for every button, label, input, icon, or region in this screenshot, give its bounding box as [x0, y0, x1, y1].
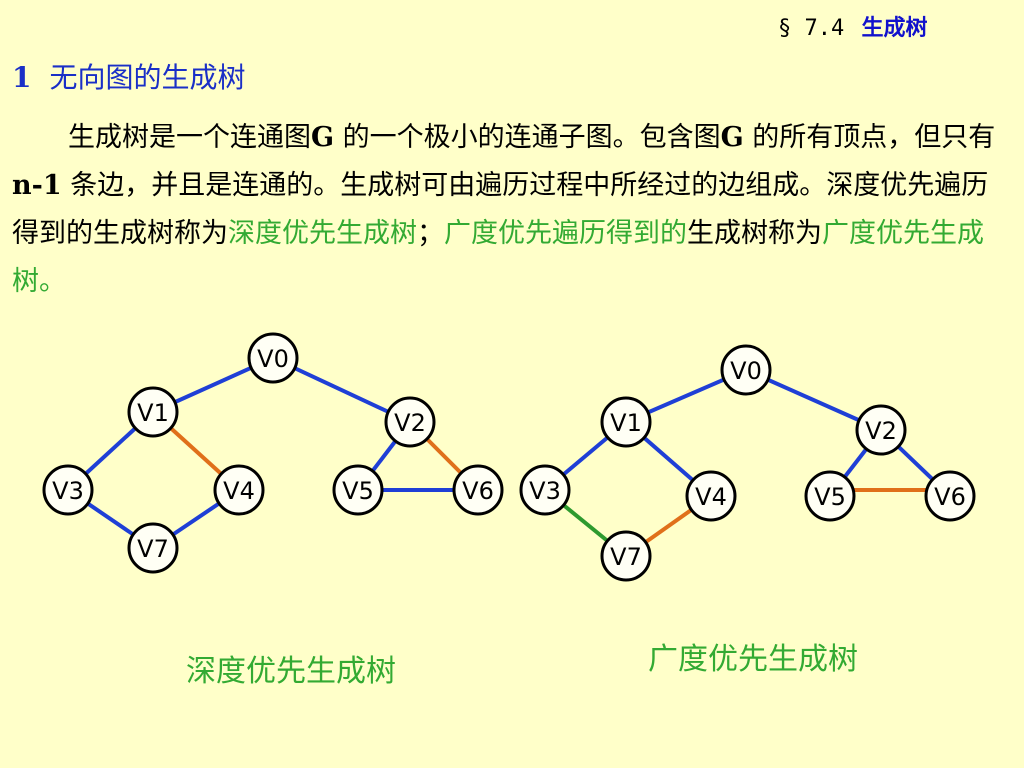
- node-label: V0: [730, 357, 762, 385]
- dfs-term: 深度优先生成树: [228, 218, 417, 249]
- node-label: V5: [342, 477, 374, 505]
- node-v4: V4: [685, 470, 737, 522]
- node-v5: V5: [804, 470, 856, 522]
- dfs-graph: V0 V1 V2 V3 V4 V5 V6 V7: [42, 332, 504, 574]
- node-v6: V6: [924, 470, 976, 522]
- section-number: § 7.4: [778, 16, 845, 41]
- node-label: V6: [462, 477, 494, 505]
- bfs-phrase: 广度优先遍历得到的: [444, 218, 687, 249]
- node-v2: V2: [855, 404, 907, 456]
- node-label: V6: [934, 483, 966, 511]
- section-header: § 7.4 生成树: [778, 10, 928, 42]
- graph-symbol: G: [720, 122, 744, 153]
- node-label: V4: [695, 483, 727, 511]
- node-v0: V0: [720, 344, 772, 396]
- node-label: V1: [137, 399, 169, 427]
- paragraph-text: ；: [417, 218, 444, 249]
- paragraph-text: 生成树称为: [687, 218, 822, 249]
- paragraph-text: 生成树是一个连通图: [68, 122, 311, 153]
- node-v0: V0: [247, 332, 299, 384]
- spanning-tree-diagrams: V0 V1 V2 V3 V4 V5 V6 V7 V0 V1 V2 V3 V4 V…: [42, 332, 976, 582]
- dfs-caption: 深度优先生成树: [186, 654, 396, 689]
- definition-paragraph: 生成树是一个连通图G 的一个极小的连通子图。包含图G 的所有顶点，但只有n-1 …: [12, 114, 1010, 306]
- bfs-graph: V0 V1 V2 V3 V4 V5 V6 V7: [519, 344, 976, 582]
- node-label: V5: [814, 483, 846, 511]
- node-label: V3: [529, 477, 561, 505]
- node-label: V2: [394, 409, 426, 437]
- node-v7: V7: [600, 530, 652, 582]
- node-v3: V3: [519, 464, 571, 516]
- node-v1: V1: [127, 386, 179, 438]
- node-label: V7: [137, 535, 169, 563]
- heading-number: 1: [12, 61, 32, 94]
- paragraph-text: 的所有顶点，但只有: [743, 122, 996, 153]
- node-v3: V3: [42, 464, 94, 516]
- node-label: V0: [257, 345, 289, 373]
- edge-count-symbol: n-1: [12, 170, 62, 201]
- node-v2: V2: [384, 396, 436, 448]
- node-label: V7: [610, 543, 642, 571]
- node-label: V4: [223, 477, 255, 505]
- node-label: V2: [865, 417, 897, 445]
- bfs-term: 广度优先生成树。: [12, 218, 984, 297]
- node-v7: V7: [127, 522, 179, 574]
- node-v6: V6: [452, 464, 504, 516]
- node-v4: V4: [213, 464, 265, 516]
- graph-symbol: G: [311, 122, 335, 153]
- heading-text: 无向图的生成树: [49, 61, 246, 94]
- node-label: V3: [52, 477, 84, 505]
- bfs-caption: 广度优先生成树: [648, 642, 858, 677]
- subsection-heading: 1 无向图的生成树: [12, 56, 246, 96]
- paragraph-text: 条边，并且是连通的。生成树可由遍历过程中所经过的边组成。深度优先遍历得到的生成树…: [12, 170, 989, 249]
- node-v1: V1: [600, 396, 652, 448]
- section-title: 生成树: [861, 16, 928, 41]
- paragraph-text: 的一个极小的连通子图。包含图: [334, 122, 721, 153]
- node-label: V1: [610, 409, 642, 437]
- node-v5: V5: [332, 464, 384, 516]
